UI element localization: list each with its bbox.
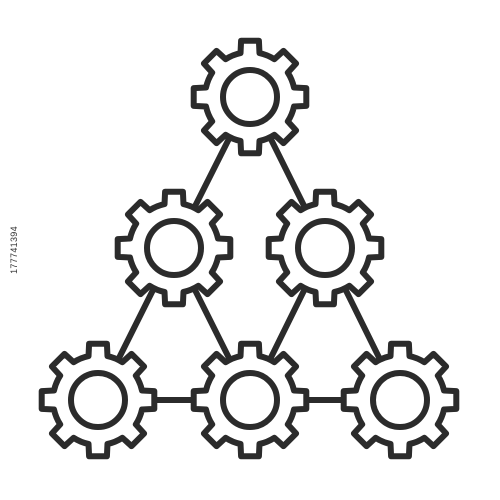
- gear-icon-top: [190, 37, 310, 157]
- gear-hub-ring: [68, 370, 128, 430]
- gear-hub-ring: [370, 370, 430, 430]
- gear-icon-bottom-center: [190, 340, 310, 460]
- gear-icon-bottom-right: [340, 340, 460, 460]
- gear-icon-bottom-left: [38, 340, 158, 460]
- gear-hub-ring: [220, 67, 280, 127]
- gear-hub-ring: [295, 218, 355, 278]
- gear-hub-ring: [144, 218, 204, 278]
- image-id-label: 177741394: [9, 226, 19, 274]
- gear-icon-middle-left: [114, 188, 234, 308]
- gear-hub-ring: [220, 370, 280, 430]
- gear-icon-middle-right: [265, 188, 385, 308]
